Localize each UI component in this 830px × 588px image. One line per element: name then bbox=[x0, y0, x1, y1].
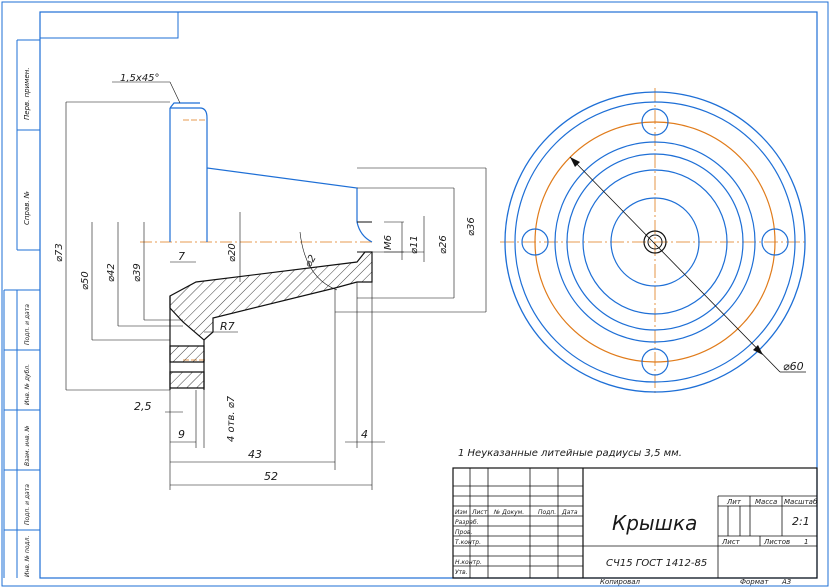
bolt-hole-left bbox=[521, 228, 549, 256]
technical-note: 1 Неуказанные литейные радиусы 3,5 мм. bbox=[458, 448, 682, 459]
tb-kopiroval: Копировал bbox=[600, 578, 641, 586]
dim-d73: ⌀73 bbox=[54, 243, 65, 262]
hub-ring-4 bbox=[610, 197, 700, 287]
hub-ring-3 bbox=[582, 169, 728, 315]
tb-scale: 2:1 bbox=[792, 515, 810, 528]
side-label-dubl: Инв. № дубл. bbox=[24, 364, 31, 405]
bolt-hole-right bbox=[761, 228, 789, 256]
dim-m6: М6 bbox=[383, 235, 394, 250]
bolt-hole-bottom bbox=[641, 348, 669, 376]
upper-outline bbox=[169, 102, 373, 243]
tb-listov-value: 1 bbox=[804, 538, 808, 546]
side-label-perv: Перв. примен. bbox=[23, 67, 31, 120]
tb-col-izm: Изм bbox=[455, 509, 468, 516]
tb-massa: Масса bbox=[755, 498, 777, 506]
section-view bbox=[140, 102, 373, 390]
tb-listov: Листов bbox=[763, 538, 790, 546]
material: СЧ15 ГОСТ 1412-85 bbox=[606, 558, 707, 569]
outer-rim-outer bbox=[504, 91, 806, 393]
dim-4: 4 bbox=[361, 428, 368, 441]
side-label-sprav: Справ. № bbox=[23, 191, 31, 225]
side-label-podp2: Подп. и дата bbox=[24, 484, 31, 525]
tb-row-razrab: Разраб. bbox=[455, 519, 479, 526]
tb-row-utv: Утв. bbox=[455, 569, 468, 576]
tb-row-prov: Пров. bbox=[455, 529, 473, 536]
tb-list: Лист bbox=[721, 538, 741, 546]
side-label-vzam: Взам. инв. № bbox=[24, 425, 31, 466]
dim-7: 7 bbox=[178, 250, 185, 263]
tb-row-tkontr: Т.контр. bbox=[455, 539, 481, 546]
tb-format-value: A3 bbox=[781, 578, 791, 586]
bore-outer bbox=[643, 230, 667, 254]
title-block bbox=[452, 467, 818, 579]
dim-d11: ⌀11 bbox=[409, 235, 420, 254]
section-dimensions bbox=[65, 81, 487, 490]
side-margin: Перв. примен. Справ. № Подп. и дата Инв.… bbox=[3, 39, 40, 578]
tb-format: Формат bbox=[740, 578, 769, 586]
dim-d50: ⌀50 bbox=[80, 271, 91, 290]
dim-52: 52 bbox=[264, 470, 278, 483]
dim-r7: R7 bbox=[220, 320, 235, 333]
tb-masshtab: Масштаб bbox=[784, 498, 818, 506]
bolt-hole-top bbox=[641, 108, 669, 136]
dim-d60: ⌀60 bbox=[783, 360, 804, 373]
hub-ring-1 bbox=[554, 141, 756, 343]
dim-d36: ⌀36 bbox=[466, 217, 477, 236]
dim-9: 9 bbox=[178, 428, 185, 441]
flange-hatch bbox=[169, 251, 373, 341]
dim-d39: ⌀39 bbox=[132, 263, 143, 282]
dimension-labels: 1,5x45° ⌀73 ⌀50 ⌀42 ⌀39 7 ⌀20 ⌀2 М6 ⌀11 … bbox=[54, 73, 477, 483]
dim-43: 43 bbox=[248, 448, 262, 461]
tb-row-nkontr: Н.контр. bbox=[455, 559, 482, 566]
outer-rim-inner bbox=[514, 101, 796, 383]
part-name: Крышка bbox=[612, 511, 697, 535]
tb-col-podp: Подп. bbox=[538, 509, 556, 516]
side-label-podl: Инв. № подл. bbox=[24, 536, 31, 577]
dim-d42: ⌀42 bbox=[106, 263, 117, 282]
d60-leader bbox=[569, 156, 781, 373]
dim-d26: ⌀26 bbox=[438, 235, 449, 254]
tb-col-doc: № Докум. bbox=[493, 509, 524, 516]
inner-border bbox=[39, 11, 818, 579]
dim-angle: ⌀2 bbox=[303, 253, 319, 269]
side-label-podp1: Подп. и дата bbox=[24, 304, 31, 345]
bore-inner bbox=[647, 234, 663, 250]
tb-col-data: Дата bbox=[561, 509, 578, 516]
dim-chamfer: 1,5x45° bbox=[120, 73, 160, 84]
title-block-text: Изм Лист № Докум. Подп. Дата Разраб. Про… bbox=[455, 498, 818, 586]
dim-2-5: 2,5 bbox=[134, 400, 152, 413]
flange-hatch-rim bbox=[169, 371, 205, 389]
tb-col-list: Лист bbox=[471, 509, 488, 516]
bolt-circle bbox=[534, 121, 776, 363]
tb-lit: Лит bbox=[726, 498, 742, 506]
top-left-stamp bbox=[40, 12, 179, 39]
hub-ring-2 bbox=[566, 153, 744, 331]
flange-hatch-lower bbox=[169, 345, 205, 363]
dim-holes: 4 отв. ⌀7 bbox=[226, 395, 237, 442]
front-view: ⌀60 bbox=[500, 88, 808, 396]
dim-d20: ⌀20 bbox=[227, 243, 238, 262]
